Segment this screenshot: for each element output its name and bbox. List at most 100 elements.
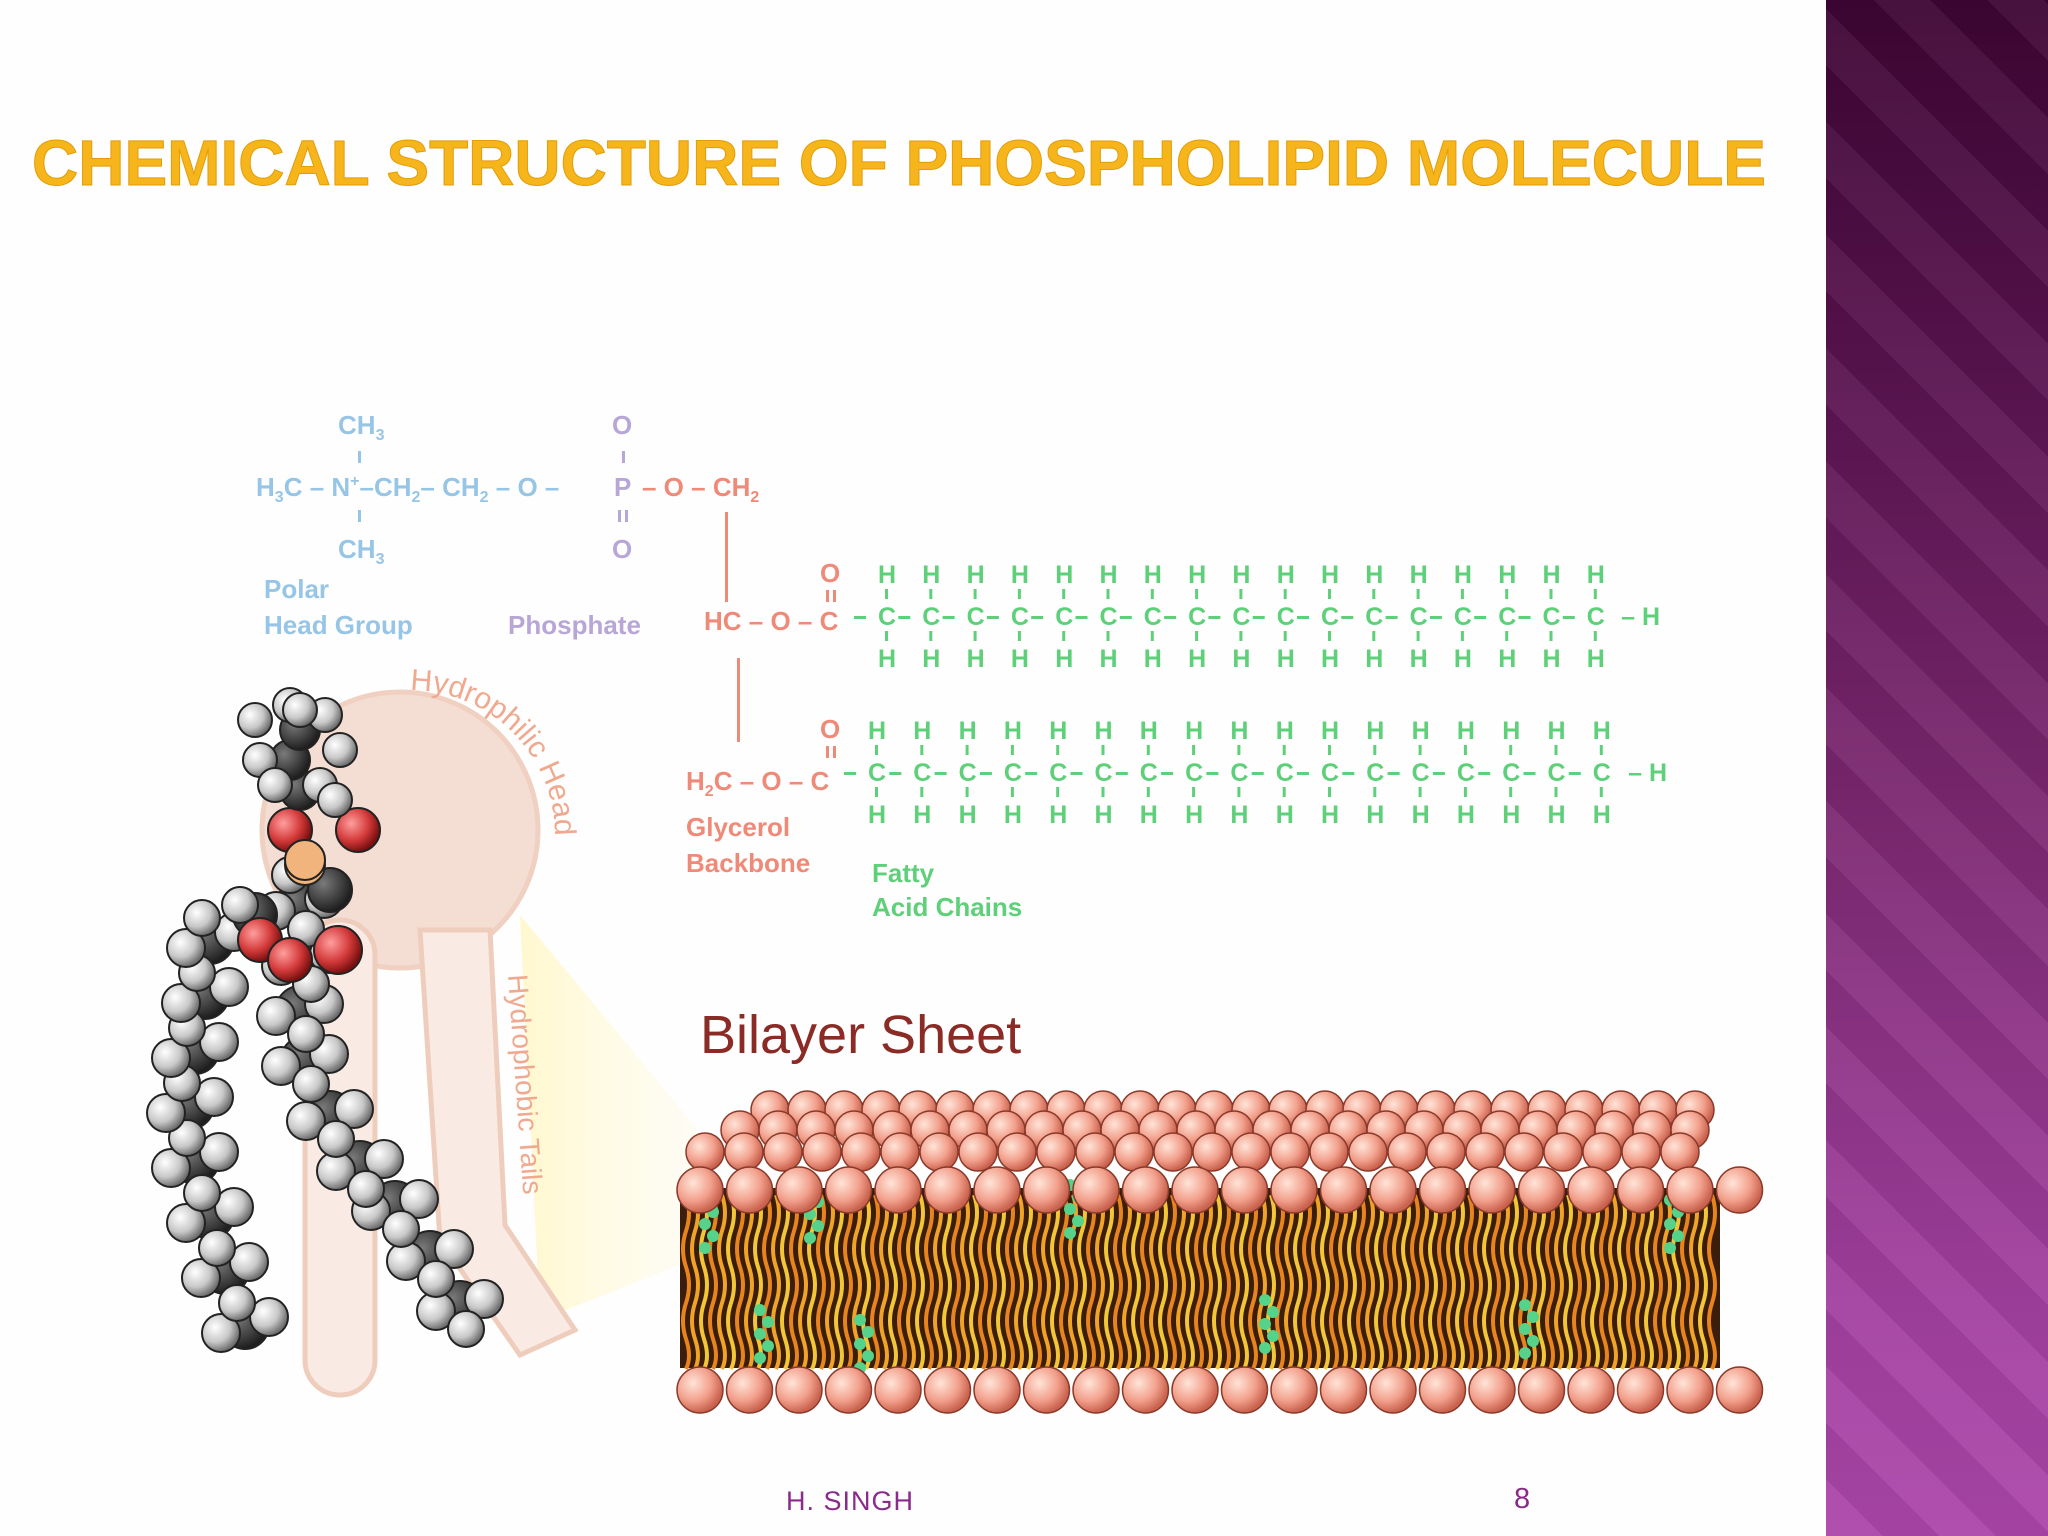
fatty-atom-c: C xyxy=(1543,603,1561,631)
lipid-head xyxy=(1022,1166,1071,1214)
lipid-head xyxy=(1270,1166,1318,1214)
lipid-head xyxy=(824,1366,873,1414)
fatty-atom-h: H xyxy=(1502,717,1520,745)
fatty-atom-h: H xyxy=(868,717,886,745)
atom xyxy=(218,1284,256,1322)
fatty-atom-h: H xyxy=(1144,645,1162,673)
fatty-atom-h: H xyxy=(1454,645,1472,673)
fatty-atom-h: H xyxy=(1049,801,1067,829)
phospholipid-diagram: CH3 H3C – N+–CH2– CH2 – O – CH3 Polar He… xyxy=(146,410,1764,1414)
atom xyxy=(464,1279,504,1319)
svg-text:HC – O – C: HC – O – C xyxy=(704,606,839,636)
fatty-atom-h: H xyxy=(1049,717,1067,745)
fatty-atom-h: H xyxy=(959,717,977,745)
fatty-atom-h: H xyxy=(1412,717,1430,745)
lipid-head xyxy=(725,1366,774,1414)
space-filling-molecule xyxy=(146,687,504,1353)
atom xyxy=(292,1065,330,1103)
fatty-atom-h: H xyxy=(1321,801,1339,829)
fatty-atom-c: C xyxy=(1055,603,1073,631)
atom xyxy=(201,1313,241,1353)
fatty-atom-h: H xyxy=(1277,645,1295,673)
lipid-head xyxy=(1369,1166,1417,1214)
atom xyxy=(181,1258,221,1298)
lipid-head xyxy=(1666,1366,1714,1414)
fatty-atom-c: C xyxy=(967,603,985,631)
fatty-atom-h: H xyxy=(967,645,985,673)
fatty-atom-h: H xyxy=(1457,801,1475,829)
fatty-atom-h: H xyxy=(1100,645,1118,673)
atom xyxy=(151,1038,191,1078)
atom xyxy=(166,1203,206,1243)
atom xyxy=(257,767,293,803)
lipid-head xyxy=(1517,1366,1566,1414)
atom xyxy=(399,1179,439,1219)
svg-text:CH3: CH3 xyxy=(338,534,385,568)
fatty-atom-c: C xyxy=(1410,603,1428,631)
atom xyxy=(417,1260,455,1298)
svg-text:O: O xyxy=(612,534,632,564)
fatty-atom-h: H xyxy=(1366,801,1384,829)
lipid-head xyxy=(824,1166,873,1214)
fatty-atom-h: H xyxy=(1004,717,1022,745)
fatty-atom-h: H xyxy=(1276,801,1294,829)
atom xyxy=(249,1297,289,1337)
fatty-atom-h: H xyxy=(1140,717,1158,745)
fatty-atom-h: H xyxy=(1410,645,1428,673)
svg-text:Fatty: Fatty xyxy=(872,858,935,888)
lipid-head xyxy=(973,1166,1021,1214)
fatty-atom-h: H xyxy=(913,717,931,745)
fatty-atom-h: H xyxy=(1543,645,1561,673)
zoom-highlight xyxy=(520,915,715,1320)
fatty-atom-h: H xyxy=(1321,561,1339,589)
fatty-atom-h: H xyxy=(922,561,940,589)
bilayer-title: Bilayer Sheet xyxy=(700,1005,1021,1065)
fatty-atom-c: C xyxy=(1457,759,1475,787)
lipid-head xyxy=(1468,1366,1516,1414)
svg-text:CH3: CH3 xyxy=(338,410,385,444)
fatty-atom-h: H xyxy=(1543,561,1561,589)
atom xyxy=(317,782,353,818)
fatty-atom-c: C xyxy=(1188,603,1206,631)
lipid-head xyxy=(676,1166,724,1214)
fatty-atom-h: H xyxy=(868,801,886,829)
fatty-atom-h: H xyxy=(1100,561,1118,589)
svg-text:O: O xyxy=(612,410,632,440)
fatty-atom-h: H xyxy=(1095,801,1113,829)
fatty-atom-c: C xyxy=(1321,759,1339,787)
fatty-terminal-h: – H xyxy=(1621,603,1660,631)
lipid-head xyxy=(1022,1366,1071,1414)
lipid-head xyxy=(1220,1366,1269,1414)
atom xyxy=(287,1015,325,1053)
atom xyxy=(322,732,358,768)
fatty-atom-c: C xyxy=(1230,759,1248,787)
atom xyxy=(161,983,201,1023)
fatty-atom-h: H xyxy=(1366,717,1384,745)
svg-text:Acid Chains: Acid Chains xyxy=(872,892,1022,922)
lipid-head xyxy=(725,1166,774,1214)
atom xyxy=(347,1170,385,1208)
fatty-atom-c: C xyxy=(1185,759,1203,787)
atom xyxy=(214,1187,254,1227)
atom xyxy=(146,1093,186,1133)
fatty-atom-h: H xyxy=(1185,801,1203,829)
atom xyxy=(229,1242,269,1282)
fatty-atom-h: H xyxy=(1321,717,1339,745)
fatty-atom-c: C xyxy=(1502,759,1520,787)
lipid-head xyxy=(1468,1166,1516,1214)
lipid-head xyxy=(1121,1366,1170,1414)
atom xyxy=(282,692,318,728)
fatty-atom-c: C xyxy=(1276,759,1294,787)
lipid-head xyxy=(1369,1366,1417,1414)
fatty-atom-c: C xyxy=(1144,603,1162,631)
fatty-atom-h: H xyxy=(1185,717,1203,745)
atom xyxy=(183,1174,221,1212)
svg-text:P: P xyxy=(614,472,631,502)
lipid-head xyxy=(1319,1366,1368,1414)
atom xyxy=(256,996,296,1036)
fatty-atom-h: H xyxy=(1548,801,1566,829)
fatty-atom-h: H xyxy=(1004,801,1022,829)
glycerol-backbone: – O – CH2 HC – O – C O O H2C – O – C Gly… xyxy=(642,472,840,878)
decorative-side-band xyxy=(1826,0,2048,1536)
fatty-atom-h: H xyxy=(1277,561,1295,589)
